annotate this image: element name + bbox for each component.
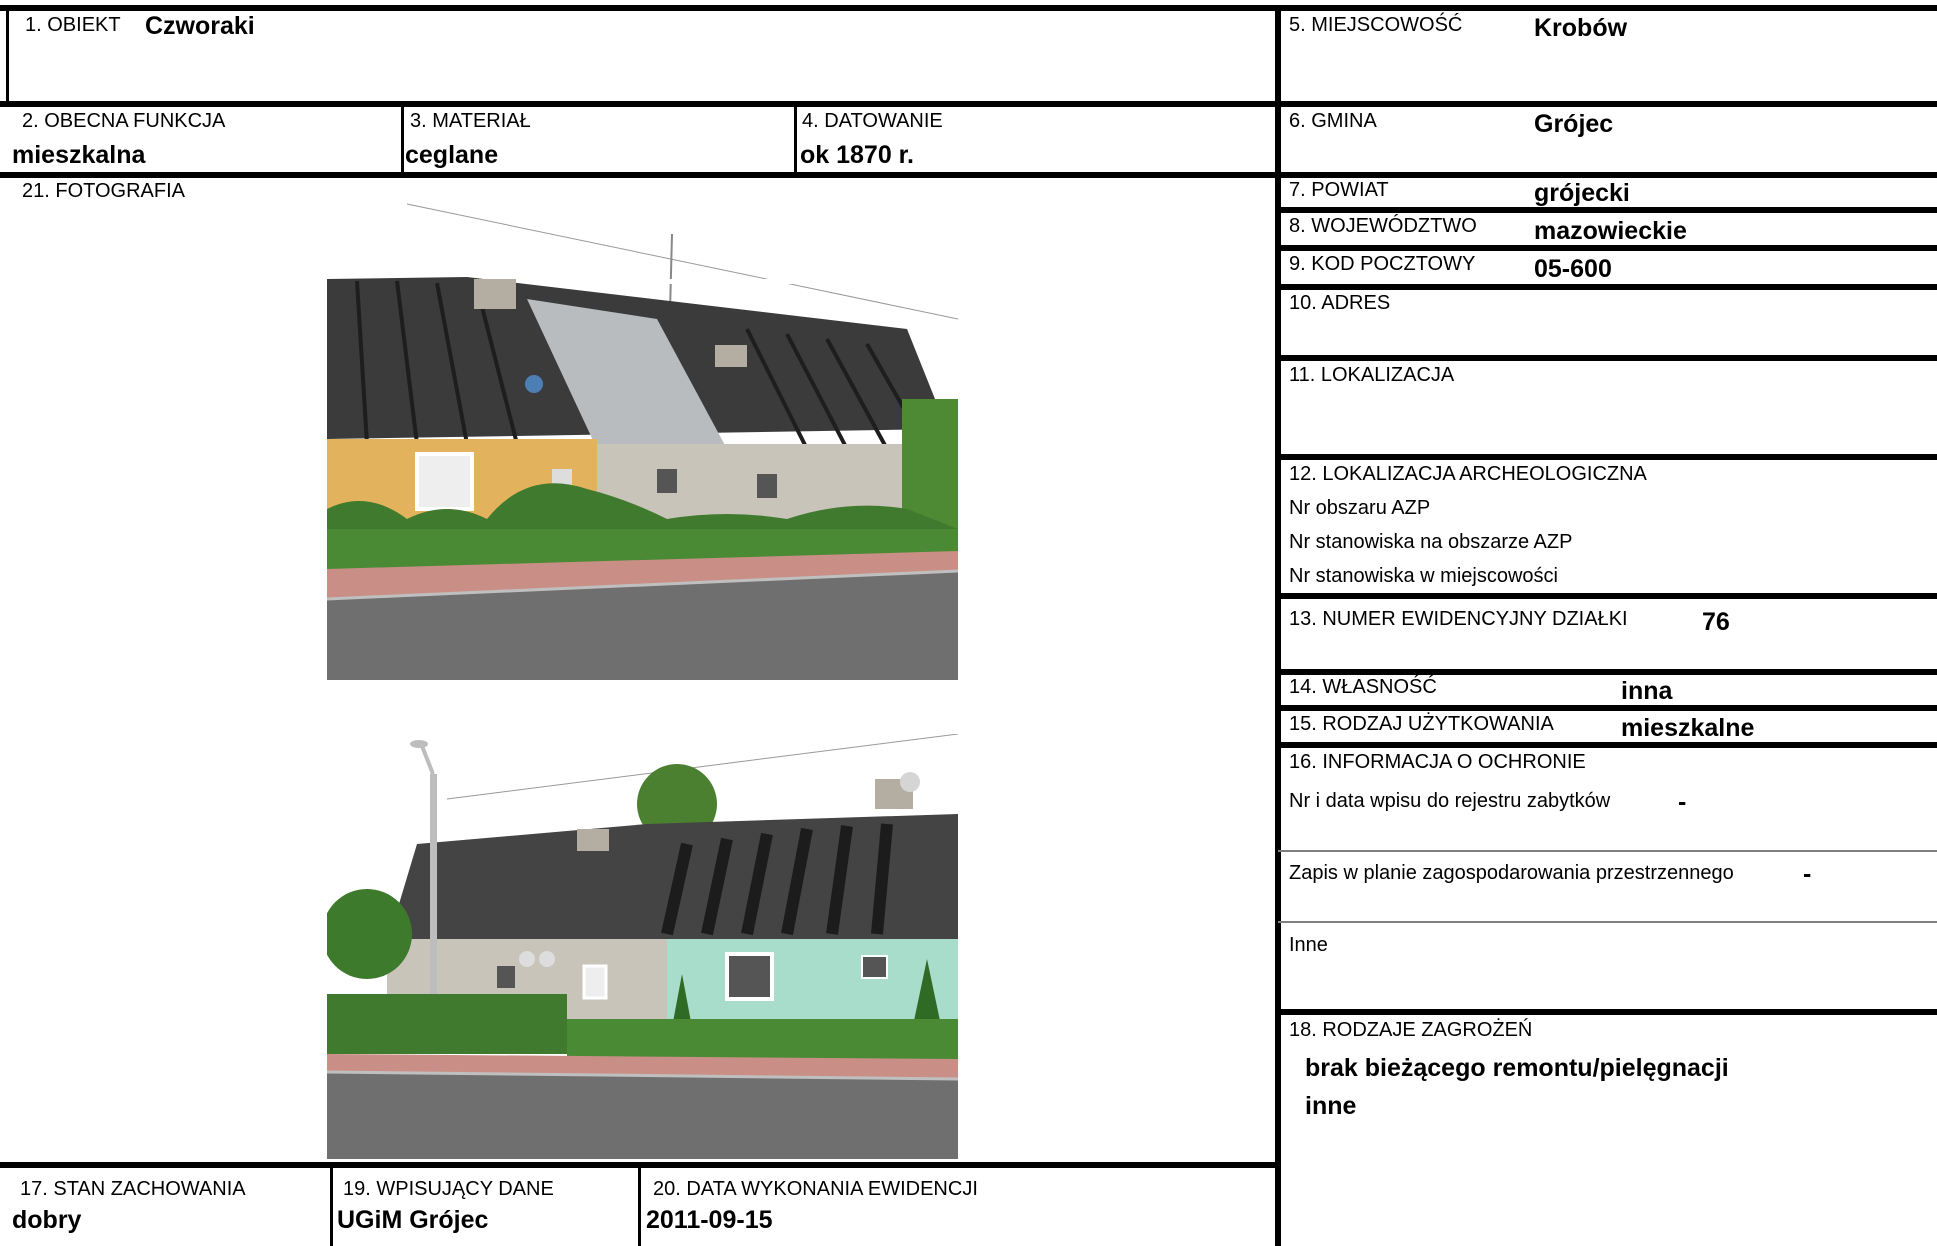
zagrozenia-label: 18. RODZAJE ZAGROŻEŃ — [1289, 1019, 1533, 1041]
gmina-label: 6. GMINA — [1289, 110, 1377, 132]
obiekt-value: Czworaki — [145, 12, 255, 40]
archeo-line3: Nr stanowiska w miejscowości — [1289, 565, 1558, 587]
r-line-2 — [1278, 172, 1937, 178]
col-line-17-19 — [330, 1164, 333, 1246]
photo-house-1 — [327, 199, 958, 680]
stan-label: 17. STAN ZACHOWANIA — [20, 1178, 246, 1200]
funkcja-value: mieszkalna — [12, 141, 146, 169]
uzytkowanie-value: mieszkalne — [1621, 714, 1755, 742]
archeo-line2: Nr stanowiska na obszarze AZP — [1289, 531, 1573, 553]
material-value: ceglane — [405, 141, 499, 169]
r-line-1 — [1278, 101, 1937, 107]
gmina-value: Grójec — [1534, 110, 1614, 138]
uzytkowanie-label: 15. RODZAJ UŻYTKOWANIA — [1289, 713, 1554, 735]
row-line-2 — [0, 172, 1275, 178]
zagrozenia-value-2: inne — [1305, 1092, 1357, 1120]
wlasnosc-value: inna — [1621, 677, 1673, 705]
miejscowosc-value: Krobów — [1534, 14, 1628, 42]
ochrona-plan-label: Zapis w planie zagospodarowania przestrz… — [1289, 862, 1734, 884]
zagrozenia-value-1: brak bieżącego remontu/pielęgnacji — [1305, 1054, 1729, 1082]
r-line-8 — [1278, 593, 1937, 599]
dzialka-label: 13. NUMER EWIDENCYJNY DZIAŁKI — [1289, 608, 1628, 630]
r-line-7 — [1278, 454, 1937, 460]
obiekt-label: 1. OBIEKT — [25, 14, 121, 36]
fotografia-label: 21. FOTOGRAFIA — [22, 180, 185, 202]
kod-value: 05-600 — [1534, 255, 1612, 283]
r-line-11 — [1278, 742, 1937, 748]
stan-value: dobry — [12, 1206, 82, 1234]
r-line-thin-1 — [1278, 850, 1937, 852]
photo-house-2 — [327, 734, 958, 1159]
datowanie-label: 4. DATOWANIE — [802, 110, 943, 132]
wojewodztwo-label: 8. WOJEWÓDZTWO — [1289, 215, 1477, 237]
col-line-2-3 — [401, 103, 404, 173]
powiat-value: grójecki — [1534, 179, 1630, 207]
ochrona-plan-value: - — [1803, 860, 1812, 888]
wojewodztwo-value: mazowieckie — [1534, 217, 1687, 245]
wlasnosc-label: 14. WŁASNOŚĆ — [1289, 676, 1437, 698]
r-line-4 — [1278, 245, 1937, 251]
kod-label: 9. KOD POCZTOWY — [1289, 253, 1476, 275]
col-line-19-20 — [638, 1164, 641, 1246]
data-value: 2011-09-15 — [646, 1206, 773, 1234]
r-line-12 — [1278, 1009, 1937, 1015]
archeo-line1: Nr obszaru AZP — [1289, 497, 1431, 519]
dzialka-value: 76 — [1702, 608, 1730, 636]
row-line-bottom — [0, 1162, 1275, 1168]
datowanie-value: ok 1870 r. — [800, 141, 914, 169]
left-border — [6, 5, 9, 103]
r-line-thin-2 — [1278, 921, 1937, 923]
r-line-10 — [1278, 705, 1937, 711]
r-line-9 — [1278, 669, 1937, 675]
powiat-label: 7. POWIAT — [1289, 179, 1389, 201]
row-line-1 — [0, 101, 1275, 107]
r-line-5 — [1278, 284, 1937, 290]
r-line-3 — [1278, 207, 1937, 213]
adres-label: 10. ADRES — [1289, 292, 1391, 314]
top-border — [0, 5, 1937, 11]
ochrona-label: 16. INFORMACJA O OCHRONIE — [1289, 751, 1586, 773]
archeo-label: 12. LOKALIZACJA ARCHEOLOGICZNA — [1289, 463, 1647, 485]
r-line-6 — [1278, 355, 1937, 361]
col-line-3-4 — [794, 103, 797, 173]
material-label: 3. MATERIAŁ — [410, 110, 531, 132]
miejscowosc-label: 5. MIEJSCOWOŚĆ — [1289, 14, 1463, 36]
wpisujacy-value: UGiM Grójec — [337, 1206, 489, 1234]
wpisujacy-label: 19. WPISUJĄCY DANE — [343, 1178, 554, 1200]
lokalizacja-label: 11. LOKALIZACJA — [1289, 364, 1455, 386]
data-label: 20. DATA WYKONANIA EWIDENCJI — [653, 1178, 978, 1200]
ochrona-rejestr-value: - — [1678, 788, 1687, 816]
ochrona-inne-label: Inne — [1289, 934, 1328, 956]
funkcja-label: 2. OBECNA FUNKCJA — [22, 110, 226, 132]
ochrona-rejestr-label: Nr i data wpisu do rejestru zabytków — [1289, 790, 1611, 812]
main-divider — [1275, 5, 1281, 1246]
